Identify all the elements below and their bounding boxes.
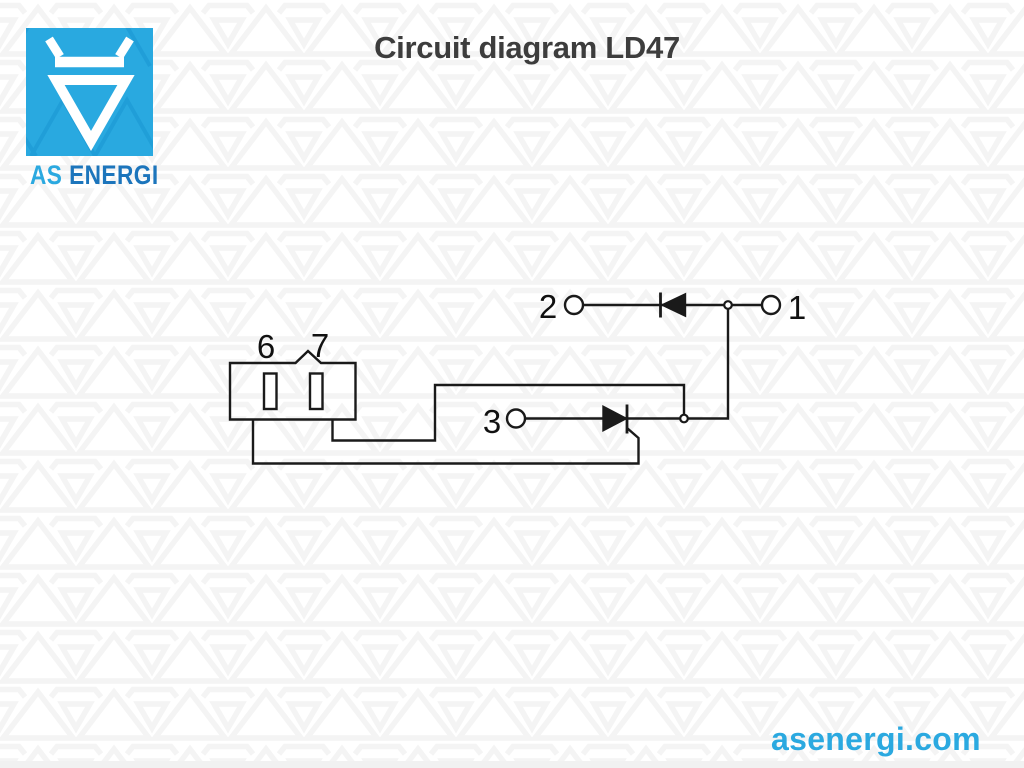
bottom-band	[0, 761, 1024, 768]
connector-pin-6	[262, 372, 278, 411]
thyristor-triangle	[602, 405, 629, 432]
brand-as: AS	[30, 160, 63, 190]
thyristor-symbol	[602, 404, 629, 434]
terminal-3-circle	[505, 408, 527, 429]
terminal-1-label: 1	[788, 289, 806, 326]
connector-pin-7	[308, 372, 324, 411]
terminal-1-circle	[760, 294, 782, 316]
wire-thyristor-branch	[525, 305, 730, 420]
brand-energi: ENERGI	[69, 160, 159, 190]
company-logo	[4, 8, 161, 158]
diode-triangle	[660, 292, 687, 318]
terminal-2-circle	[563, 294, 585, 316]
terminal-3-label: 3	[483, 403, 501, 440]
page-title: Circuit diagram LD47	[374, 30, 680, 65]
logo-glyph	[45, 36, 135, 152]
wire-connector-to-cathode	[331, 383, 686, 442]
website-watermark: asenergi.com	[771, 721, 981, 757]
wire-gate-to-connector	[251, 419, 640, 465]
pin-6-label: 6	[257, 328, 275, 365]
diode-symbol	[659, 292, 687, 318]
terminal-2-label: 2	[539, 288, 557, 325]
pin-7-label: 7	[311, 327, 329, 364]
veles-logo-icon	[4, 8, 161, 158]
junction-node-bottom	[679, 413, 689, 424]
junction-node-top	[723, 300, 733, 310]
connector-block	[228, 349, 357, 421]
